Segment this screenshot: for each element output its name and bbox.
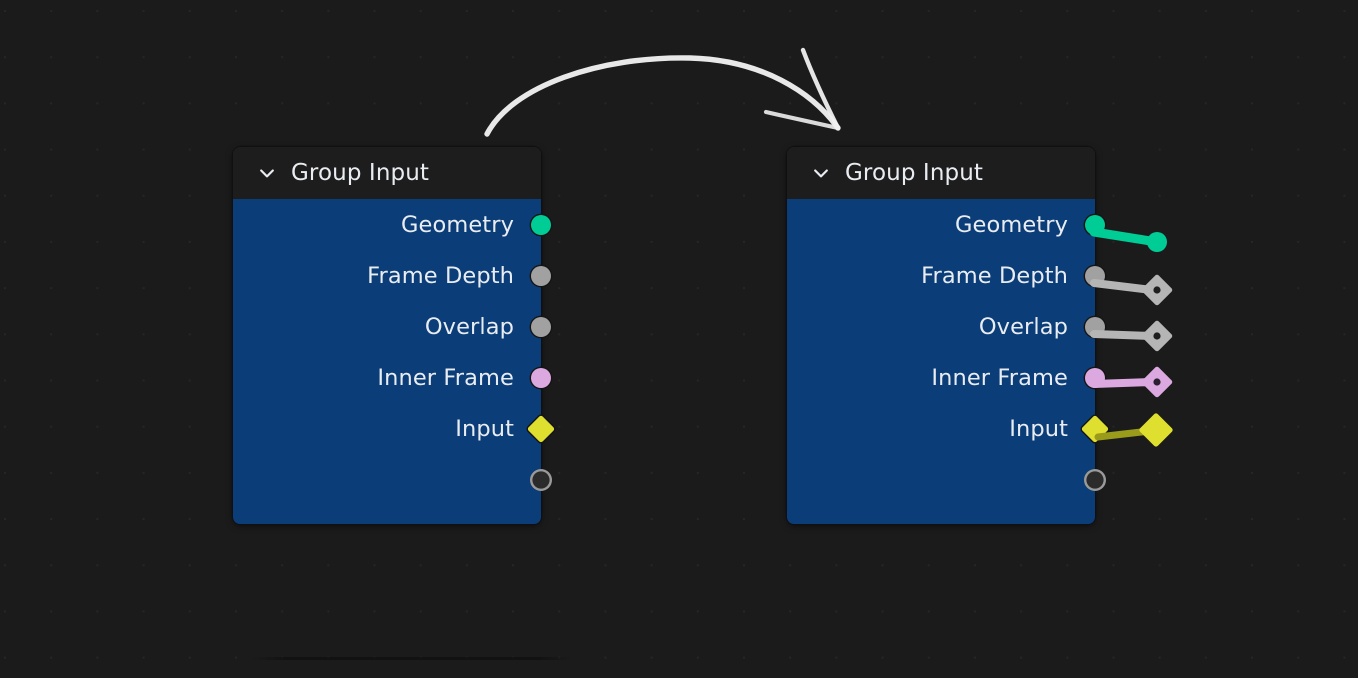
socket-row-input[interactable]: Input (787, 403, 1110, 454)
socket-label-overlap: Overlap (978, 313, 1068, 340)
annotation-arrowhead-lower (763, 109, 841, 131)
socket-label-frame-depth: Frame Depth (367, 262, 514, 289)
socket-label-input: Input (1009, 415, 1068, 442)
socket-frame-depth[interactable] (531, 265, 551, 286)
link-end-overlap-diamond[interactable] (1141, 320, 1174, 353)
socket-label-inner-frame: Inner Frame (377, 364, 514, 391)
socket-row-geometry[interactable]: Geometry (233, 199, 551, 250)
socket-row-overlap[interactable]: Overlap (233, 301, 551, 352)
socket-inner-frame[interactable] (1085, 367, 1105, 388)
annotation-arrowhead-upper (800, 47, 841, 131)
socket-input[interactable] (1080, 414, 1110, 443)
socket-overlap[interactable] (1085, 316, 1105, 337)
socket-row-frame-depth[interactable]: Frame Depth (787, 250, 1105, 301)
socket-row-virtual[interactable] (787, 454, 1106, 506)
socket-frame-depth[interactable] (1085, 265, 1105, 286)
socket-label-geometry: Geometry (955, 211, 1068, 238)
socket-row-inner-frame[interactable]: Inner Frame (787, 352, 1105, 403)
node-title: Group Input (291, 160, 429, 186)
link-geometry[interactable] (1089, 227, 1162, 247)
socket-row-virtual[interactable] (233, 454, 552, 506)
socket-geometry[interactable] (531, 214, 551, 235)
socket-virtual-extend[interactable] (1084, 469, 1106, 491)
socket-label-inner-frame: Inner Frame (931, 364, 1068, 391)
socket-label-overlap: Overlap (424, 313, 514, 340)
socket-row-geometry[interactable]: Geometry (787, 199, 1105, 250)
offscreen-node-edge (252, 657, 572, 660)
chevron-down-icon[interactable] (811, 163, 831, 183)
node-body-left: Geometry Frame Depth Overlap Inner Frame… (233, 199, 556, 524)
node-group-input-left[interactable]: Group Input Geometry Frame Depth Overlap… (233, 147, 556, 524)
socket-geometry[interactable] (1085, 214, 1105, 235)
socket-row-frame-depth[interactable]: Frame Depth (233, 250, 551, 301)
node-header-left[interactable]: Group Input (233, 147, 541, 199)
node-body-right: Geometry Frame Depth Overlap Inner Frame… (787, 199, 1110, 524)
link-end-input-diamond[interactable] (1138, 412, 1173, 447)
link-overlap[interactable] (1090, 330, 1156, 340)
socket-row-overlap[interactable]: Overlap (787, 301, 1105, 352)
chevron-down-icon[interactable] (257, 163, 277, 183)
socket-label-input: Input (455, 415, 514, 442)
annotation-arrow-shaft (484, 55, 841, 137)
node-group-input-right[interactable]: Group Input Geometry Frame Depth Overlap… (787, 147, 1110, 524)
link-end-inner-frame-diamond[interactable] (1141, 366, 1174, 399)
node-title: Group Input (845, 160, 983, 186)
socket-row-input[interactable]: Input (233, 403, 556, 454)
node-header-right[interactable]: Group Input (787, 147, 1095, 199)
link-end-geometry-circle[interactable] (1147, 232, 1167, 252)
socket-inner-frame[interactable] (531, 367, 551, 388)
link-frame-depth[interactable] (1090, 279, 1156, 294)
socket-row-inner-frame[interactable]: Inner Frame (233, 352, 551, 403)
socket-virtual-extend[interactable] (530, 469, 552, 491)
socket-input[interactable] (526, 414, 556, 443)
socket-label-frame-depth: Frame Depth (921, 262, 1068, 289)
socket-overlap[interactable] (531, 316, 551, 337)
link-end-frame-depth-diamond[interactable] (1141, 274, 1174, 307)
socket-label-geometry: Geometry (401, 211, 514, 238)
